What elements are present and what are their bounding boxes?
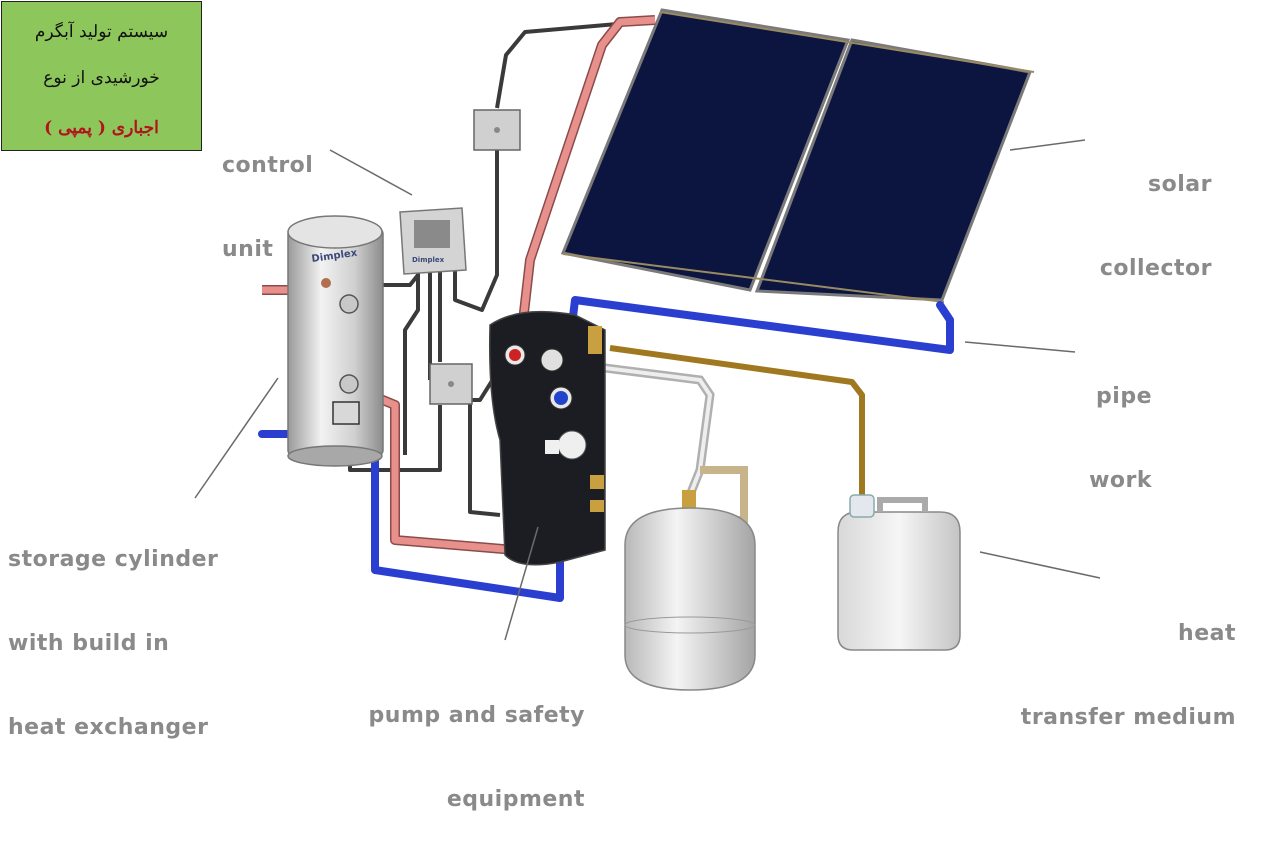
- label-storage-cylinder-line-2: with build in: [8, 631, 170, 656]
- title-line-3: اجباری ( پمپی ): [44, 118, 159, 138]
- solar-collector: [560, 8, 1035, 303]
- label-pump-safety: pump and safety equipment: [369, 646, 585, 842]
- storage-cylinder: [287, 215, 384, 467]
- fluid-pipe: [609, 345, 865, 500]
- label-storage-cylinder-line-3: heat exchanger: [8, 715, 209, 740]
- title-line-1: سیستم تولید آبگرم: [34, 22, 169, 42]
- label-storage-cylinder: storage cylinder with build in heat exch…: [8, 490, 218, 770]
- label-control-unit-line-2: unit: [222, 237, 274, 262]
- label-heat-transfer-line-2: transfer medium: [1020, 705, 1236, 730]
- label-heat-transfer: heat transfer medium: [1021, 564, 1236, 760]
- label-storage-cylinder-line-1: storage cylinder: [8, 547, 219, 572]
- expansion-vessel: [624, 466, 756, 691]
- leader-lines: [194, 139, 1101, 641]
- label-control-unit-line-1: control: [222, 153, 314, 178]
- label-solar-collector-line-2: collector: [1099, 256, 1212, 281]
- label-pipe-work: pipe work: [1089, 327, 1152, 523]
- solar-water-heating-diagram: Dimplex Dimplex: [194, 8, 1101, 691]
- fluid-container: [837, 494, 961, 651]
- control-unit: [399, 207, 467, 275]
- title-line-2: خورشیدی از نوع: [43, 68, 160, 88]
- title-box: سیستم تولید آبگرم خورشیدی از نوع اجباری …: [1, 1, 202, 151]
- label-control-unit: control unit: [222, 96, 313, 292]
- label-solar-collector: solar collector: [1100, 115, 1212, 311]
- label-pump-safety-line-1: pump and safety: [368, 703, 585, 728]
- pump-station: [488, 310, 606, 566]
- expansion-hose: [604, 363, 715, 497]
- label-pipe-work-line-1: pipe: [1096, 384, 1152, 409]
- label-pump-safety-line-2: equipment: [446, 787, 585, 812]
- label-solar-collector-line-1: solar: [1148, 172, 1212, 197]
- controller-brand: Dimplex: [412, 256, 445, 264]
- label-pipe-work-line-2: work: [1089, 468, 1152, 493]
- label-heat-transfer-line-1: heat: [1178, 621, 1236, 646]
